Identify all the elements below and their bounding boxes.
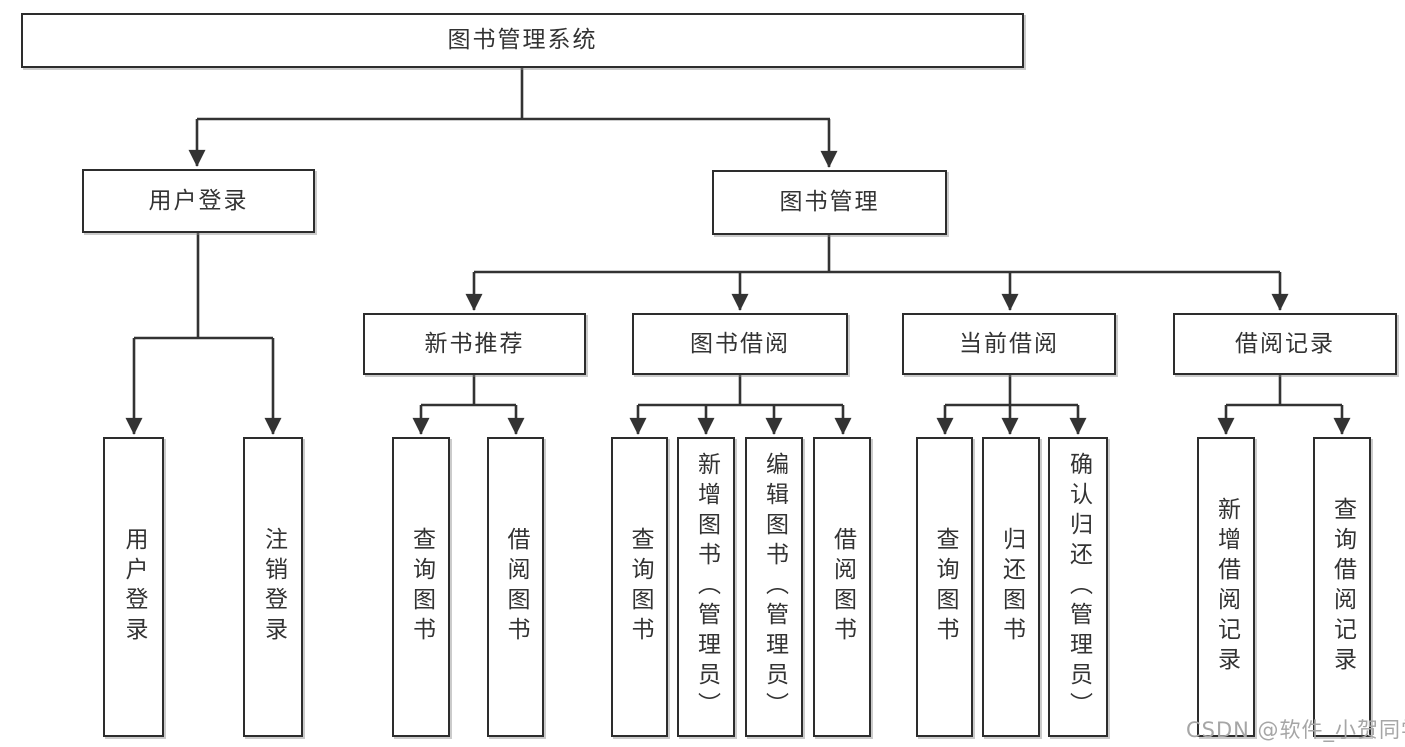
- leaf-confirm-return-admin: 确认归还（管理员）: [1048, 437, 1108, 737]
- leaf-borrow-books-borrowing: 借阅图书: [813, 437, 871, 737]
- leaf-logout-login: 注销登录: [243, 437, 303, 737]
- leaf-query-books-current: 查询图书: [916, 437, 973, 737]
- leaf-borrow-books-recommend: 借阅图书: [487, 437, 544, 737]
- leaf-edit-books-admin: 编辑图书（管理员）: [745, 437, 803, 737]
- node-new-book-recommendation: 新书推荐: [363, 313, 586, 375]
- leaf-query-books-borrowing: 查询图书: [611, 437, 668, 737]
- leaf-user-login: 用户登录: [103, 437, 164, 737]
- node-current-borrowing: 当前借阅: [902, 313, 1116, 375]
- node-user-login: 用户登录: [82, 169, 315, 233]
- leaf-query-borrow-record: 查询借阅记录: [1313, 437, 1371, 737]
- csdn-watermark: CSDN @软件_小贺同学: [1186, 718, 1405, 742]
- leaf-add-borrow-record: 新增借阅记录: [1197, 437, 1255, 737]
- node-book-borrowing: 图书借阅: [632, 313, 848, 375]
- leaf-query-books-recommend: 查询图书: [392, 437, 450, 737]
- leaf-add-books-admin: 新增图书（管理员）: [677, 437, 735, 737]
- node-borrowing-records: 借阅记录: [1173, 313, 1397, 375]
- leaf-return-books: 归还图书: [982, 437, 1040, 737]
- node-root-library-management-system: 图书管理系统: [21, 13, 1024, 68]
- node-book-management: 图书管理: [712, 170, 947, 235]
